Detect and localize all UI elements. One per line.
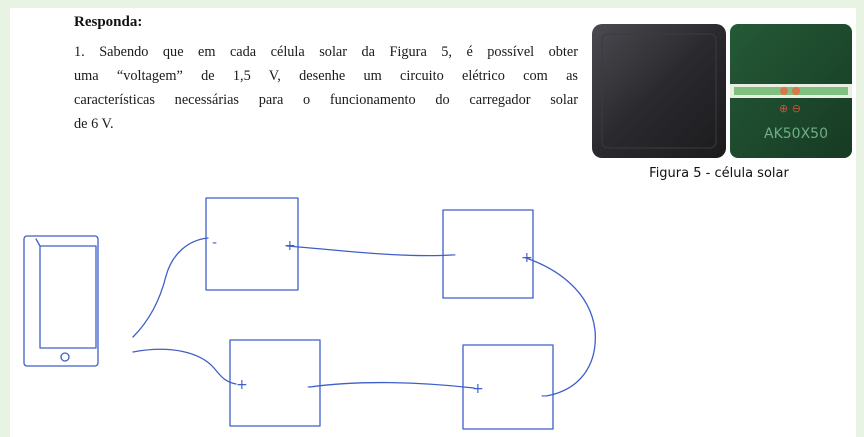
question-line: 1. Sabendo que em cada célula solar da F…	[74, 44, 578, 60]
cell-plus-mark: +	[284, 238, 296, 254]
cell-minus-mark: -	[541, 388, 546, 404]
cell-minus-mark: -	[451, 247, 456, 263]
solar-cell-box	[442, 209, 534, 299]
wire	[286, 245, 453, 257]
phone-drawing	[23, 235, 99, 367]
solar-cell-photo: ⊕ ⊖ AK50X50	[584, 20, 856, 162]
question-line: características necessárias para o funci…	[74, 92, 578, 108]
solar-cell-box	[229, 339, 321, 427]
question-line: de 6 V.	[74, 116, 114, 132]
panel-label: AK50X50	[764, 126, 828, 142]
cell-plus-mark: +	[236, 377, 248, 393]
dark-solar-cell	[592, 24, 726, 158]
question-text: 1. Sabendo que em cada célula solar da F…	[74, 40, 578, 136]
terminal-pad	[792, 87, 800, 95]
cell-plus-mark: +	[521, 250, 533, 266]
wire	[309, 381, 475, 389]
section-heading: Responda:	[74, 14, 143, 30]
cell-minus-mark: -	[307, 379, 312, 395]
question-line: uma “voltagem” de 1,5 V, desenhe um circ…	[74, 68, 578, 84]
wire	[525, 257, 596, 397]
wire	[132, 348, 237, 385]
cell-plus-mark: +	[472, 381, 484, 397]
figure-caption: Figura 5 - célula solar	[649, 166, 789, 181]
solar-cell-box	[205, 197, 299, 291]
phone-home-button	[60, 352, 70, 362]
terminal-symbols: ⊕ ⊖	[779, 102, 801, 115]
terminal-pad	[780, 87, 788, 95]
wire	[132, 237, 209, 338]
cell-minus-mark: -	[212, 235, 217, 251]
